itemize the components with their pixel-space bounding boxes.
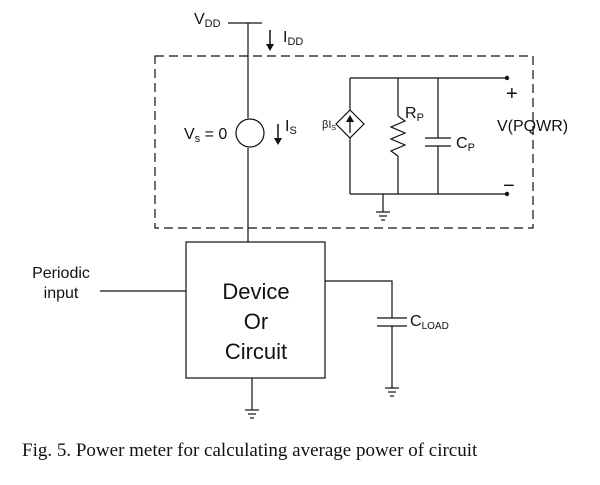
current-source-vs — [235, 118, 265, 148]
rp-label: RP — [405, 105, 424, 124]
terminal-dot-minus — [504, 191, 510, 197]
beta-is-label: βIS — [322, 119, 336, 132]
periodic-input-label-line1: Periodic — [32, 265, 90, 282]
vdd-label: VDD — [194, 11, 221, 30]
device-label-line1: Device — [222, 279, 289, 304]
resistor-rp — [389, 115, 407, 157]
plus-sign: + — [506, 83, 518, 105]
dep-source-arrow-icon — [346, 115, 354, 122]
vs-label: Vs = 0 — [184, 126, 227, 145]
periodic-input-label-line2: input — [44, 285, 79, 302]
is-arrow-icon — [274, 138, 282, 145]
idd-label: IDD — [283, 29, 303, 48]
minus-sign: − — [503, 175, 515, 197]
figure-caption: Fig. 5. Power meter for calculating aver… — [22, 440, 478, 461]
device-block — [185, 241, 326, 379]
power-meter-box — [154, 55, 534, 229]
idd-arrow-icon — [266, 44, 274, 51]
device-label-line2: Or — [244, 309, 268, 334]
terminal-dot-plus — [504, 75, 510, 81]
is-label: IS — [285, 118, 297, 137]
output-wire — [325, 280, 393, 318]
cp-label: CP — [456, 135, 475, 154]
vpqwr-label: V(PQWR) — [497, 118, 568, 135]
device-label-line3: Circuit — [225, 339, 287, 364]
cload-label: CLOAD — [410, 313, 449, 332]
